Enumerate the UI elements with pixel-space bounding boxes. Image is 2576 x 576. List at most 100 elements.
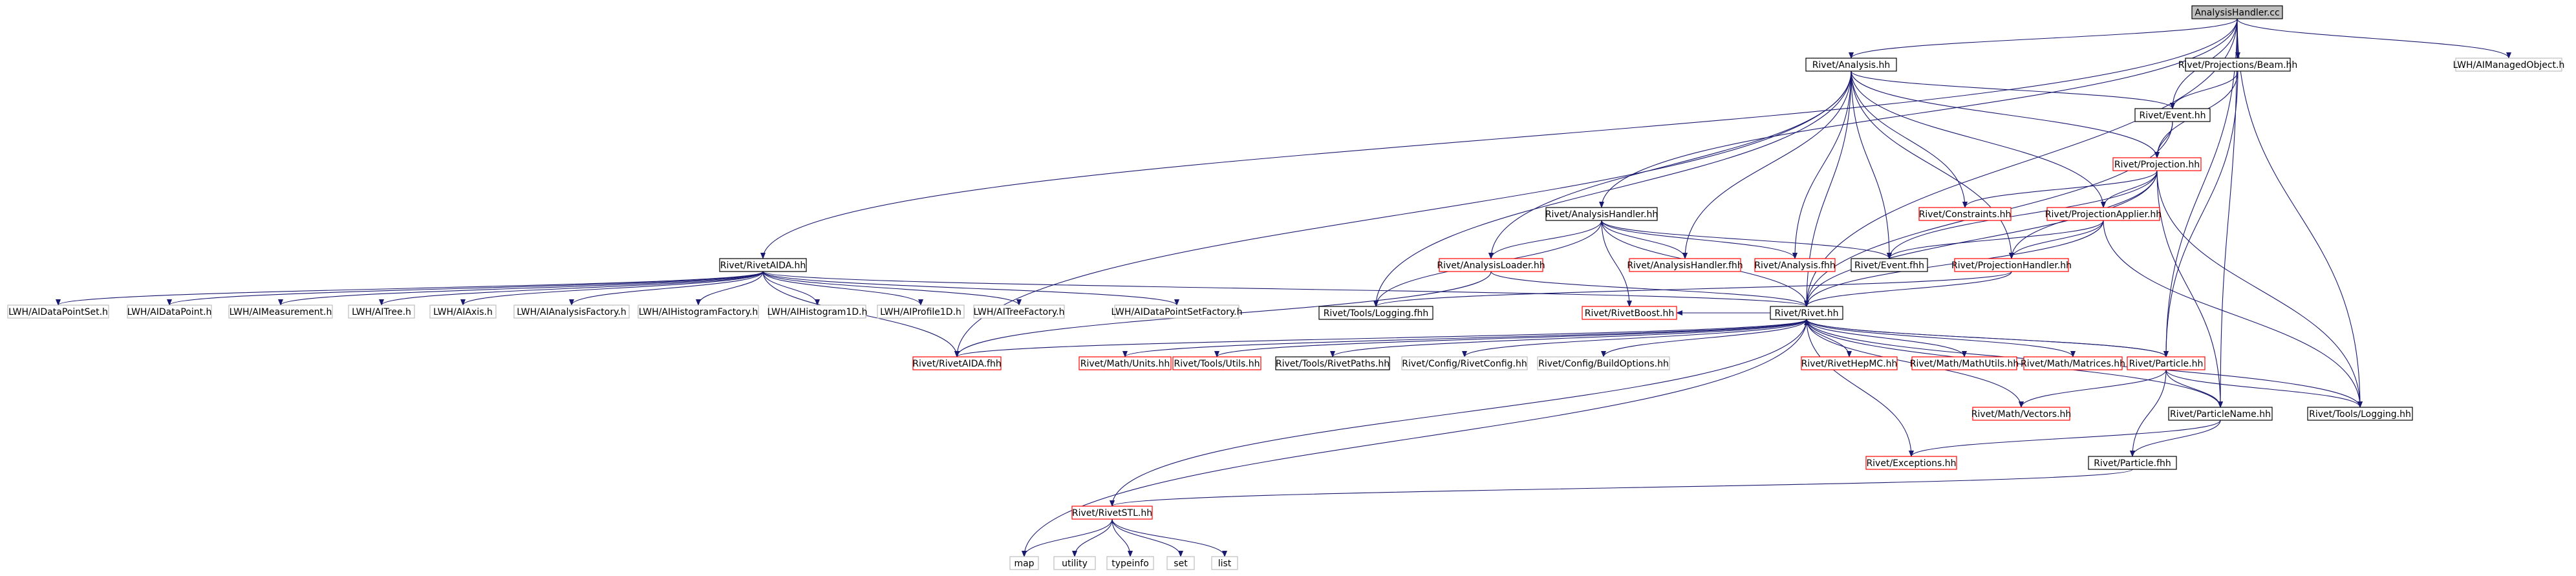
dependency-edge-rivetaida_hh-to-rivet_hh bbox=[762, 271, 1809, 307]
node-map[interactable]: map bbox=[1009, 556, 1039, 570]
node-box bbox=[2112, 157, 2202, 171]
node-label: LWH/AIDataPointSet.h bbox=[8, 307, 108, 317]
node-event-fhh[interactable]: Rivet/Event.fhh bbox=[1851, 258, 1928, 272]
node-particlename[interactable]: Rivet/ParticleName.hh bbox=[2168, 407, 2273, 421]
node-label: Rivet/ProjectionHandler.hh bbox=[1951, 261, 2072, 271]
node-ahandler-fhh[interactable]: Rivet/AnalysisHandler.fhh bbox=[1627, 258, 1743, 272]
node-aidp-set[interactable]: LWH/AIDataPointSet.h bbox=[7, 304, 109, 319]
node-rivetaida-hh[interactable]: Rivet/RivetAIDA.hh bbox=[719, 258, 807, 272]
node-rivethepmc[interactable]: Rivet/RivetHepMC.hh bbox=[1801, 356, 1898, 370]
node-typeinfo[interactable]: typeinfo bbox=[1106, 556, 1154, 570]
node-label: Rivet/Particle.hh bbox=[2129, 359, 2204, 369]
node-projapplier[interactable]: Rivet/ProjectionApplier.hh bbox=[2045, 207, 2162, 221]
node-aiaxis[interactable]: LWH/AIAxis.h bbox=[429, 304, 497, 319]
node-box bbox=[912, 356, 1002, 370]
dependency-edge-analysis_hh-to-projapplier bbox=[1851, 70, 2106, 208]
node-box bbox=[638, 304, 759, 319]
node-box bbox=[2191, 5, 2283, 19]
node-label: LWH/AIDataPoint.h bbox=[127, 307, 212, 317]
dependency-edge-particle_hh-to-particle_fhh bbox=[2130, 369, 2167, 457]
dependency-edge-analysis_hh-to-projhandler bbox=[1851, 70, 2014, 259]
node-root[interactable]: AnalysisHandler.cc bbox=[2191, 5, 2283, 19]
node-units[interactable]: Rivet/Math/Units.hh bbox=[1079, 356, 1172, 370]
node-aihf[interactable]: LWH/AIHistogramFactory.h bbox=[638, 304, 759, 319]
node-box bbox=[2185, 58, 2291, 72]
node-utils[interactable]: Rivet/Tools/Utils.hh bbox=[1172, 356, 1261, 370]
dependency-edge-root-to-particlename bbox=[2218, 18, 2238, 408]
node-event-hh[interactable]: Rivet/Event.hh bbox=[2134, 108, 2211, 122]
node-aitf[interactable]: LWH/AITreeFactory.h bbox=[973, 304, 1065, 319]
dependency-edge-rivet_hh-to-rivetconfig bbox=[1462, 319, 1807, 357]
node-aloader[interactable]: Rivet/AnalysisLoader.hh bbox=[1437, 258, 1545, 272]
node-projection-hh[interactable]: Rivet/Projection.hh bbox=[2112, 157, 2202, 171]
node-buildopts[interactable]: Rivet/Config/BuildOptions.hh bbox=[1537, 356, 1670, 370]
dependency-edge-rivetaida_hh-to-aimeas bbox=[278, 271, 764, 306]
node-aidp[interactable]: LWH/AIDataPoint.h bbox=[127, 304, 212, 319]
node-mathutils[interactable]: Rivet/Math/MathUtils.hh bbox=[1910, 356, 2019, 370]
dependency-edge-rivet_hh-to-buildopts bbox=[1601, 319, 1807, 357]
dependency-edge-rivetstl-to-utility bbox=[1072, 518, 1113, 557]
node-aimeas[interactable]: LWH/AIMeasurement.h bbox=[228, 304, 333, 319]
node-label: Rivet/RivetHepMC.hh bbox=[1801, 359, 1898, 369]
node-label: map bbox=[1014, 559, 1034, 569]
dependency-edge-analysis_hh-to-aloader bbox=[1488, 70, 1852, 259]
node-box bbox=[2134, 108, 2211, 122]
dependency-edge-root-to-particle_hh bbox=[2163, 18, 2238, 357]
node-rivetpaths[interactable]: Rivet/Tools/RivetPaths.hh bbox=[1275, 356, 1390, 370]
dependency-edge-projapplier-to-event_fhh bbox=[1887, 220, 2104, 259]
node-label: LWH/AITreeFactory.h bbox=[974, 307, 1065, 317]
node-aih1[interactable]: LWH/AIHistogram1D.h bbox=[767, 304, 868, 319]
node-list[interactable]: list bbox=[1211, 556, 1238, 570]
node-box bbox=[2168, 407, 2273, 421]
node-rivet-hh[interactable]: Rivet/Rivet.hh bbox=[1770, 306, 1843, 320]
node-beam-hh[interactable]: Rivet/Projections/Beam.hh bbox=[2178, 58, 2298, 72]
node-analysis-fhh[interactable]: Rivet/Analysis.fhh bbox=[1754, 258, 1836, 272]
node-exceptions[interactable]: Rivet/Exceptions.hh bbox=[1865, 456, 1957, 470]
node-aianf[interactable]: LWH/AIAnalysisFactory.h bbox=[513, 304, 630, 319]
node-aip1[interactable]: LWH/AIProfile1D.h bbox=[877, 304, 965, 319]
node-box bbox=[1275, 356, 1390, 370]
dependency-edge-rivet_hh-to-rivetstl bbox=[1110, 319, 1807, 507]
node-managed[interactable]: LWH/AIManagedObject.h bbox=[2453, 58, 2565, 72]
dependency-edge-event_hh-to-projection_hh bbox=[2154, 121, 2173, 158]
dependency-edge-analysis_hh-to-analysis_fhh bbox=[1792, 70, 1852, 259]
dependency-edge-rivetaida_hh-to-aiaxis bbox=[460, 271, 764, 306]
node-set[interactable]: set bbox=[1166, 556, 1195, 570]
node-particle-fhh[interactable]: Rivet/Particle.fhh bbox=[2088, 456, 2177, 470]
node-aidpsf[interactable]: LWH/AIDataPointSetFactory.h bbox=[1111, 304, 1243, 319]
node-constraints[interactable]: Rivet/Constraints.hh bbox=[1918, 207, 2012, 221]
node-rivetconfig[interactable]: Rivet/Config/RivetConfig.hh bbox=[1401, 356, 1528, 370]
node-ahandler-hh[interactable]: Rivet/AnalysisHandler.hh bbox=[1545, 207, 1658, 221]
node-box bbox=[1211, 556, 1238, 570]
node-box bbox=[513, 304, 630, 319]
dependency-edge-analysis_hh-to-constraints bbox=[1851, 70, 1968, 208]
node-rivetstl[interactable]: Rivet/RivetSTL.hh bbox=[1071, 506, 1153, 520]
dependency-edge-rivetstl-to-map bbox=[1022, 518, 1113, 557]
node-rivetboost[interactable]: Rivet/RivetBoost.hh bbox=[1582, 306, 1677, 320]
node-label: Rivet/Tools/RivetPaths.hh bbox=[1276, 359, 1390, 369]
dependency-edge-particlename-to-exceptions bbox=[1909, 420, 2221, 457]
node-aitree[interactable]: LWH/AITree.h bbox=[348, 304, 415, 319]
node-utility[interactable]: utility bbox=[1053, 556, 1096, 570]
node-box bbox=[2023, 356, 2123, 370]
node-box bbox=[1079, 356, 1172, 370]
node-box bbox=[1166, 556, 1195, 570]
node-matrices[interactable]: Rivet/Math/Matrices.hh bbox=[2021, 356, 2125, 370]
node-rivetaida-fhh[interactable]: Rivet/RivetAIDA.fhh bbox=[912, 356, 1002, 370]
node-particle-hh[interactable]: Rivet/Particle.hh bbox=[2127, 356, 2206, 370]
dependency-edge-rivet_hh-to-exceptions bbox=[1806, 319, 1914, 457]
node-analysis-hh[interactable]: Rivet/Analysis.hh bbox=[1805, 58, 1897, 72]
node-label: Rivet/Math/Units.hh bbox=[1080, 359, 1170, 369]
node-logging-hh[interactable]: Rivet/Tools/Logging.hh bbox=[2307, 407, 2413, 421]
node-projhandler[interactable]: Rivet/ProjectionHandler.hh bbox=[1951, 258, 2072, 272]
node-vectors[interactable]: Rivet/Math/Vectors.hh bbox=[1971, 407, 2072, 421]
node-box bbox=[2046, 207, 2160, 221]
dependency-edge-analysis_hh-to-logging_fhh bbox=[1373, 70, 1852, 307]
dependency-edge-rivetaida_hh-to-aih1 bbox=[762, 271, 820, 306]
dependency-edge-beam_hh-to-event_hh bbox=[2170, 70, 2238, 109]
node-logging-fhh[interactable]: Rivet/Tools/Logging.fhh bbox=[1318, 306, 1433, 320]
dependency-edge-analysis_hh-to-event_fhh bbox=[1851, 70, 1892, 259]
node-box bbox=[7, 304, 109, 319]
node-label: list bbox=[1218, 559, 1232, 569]
